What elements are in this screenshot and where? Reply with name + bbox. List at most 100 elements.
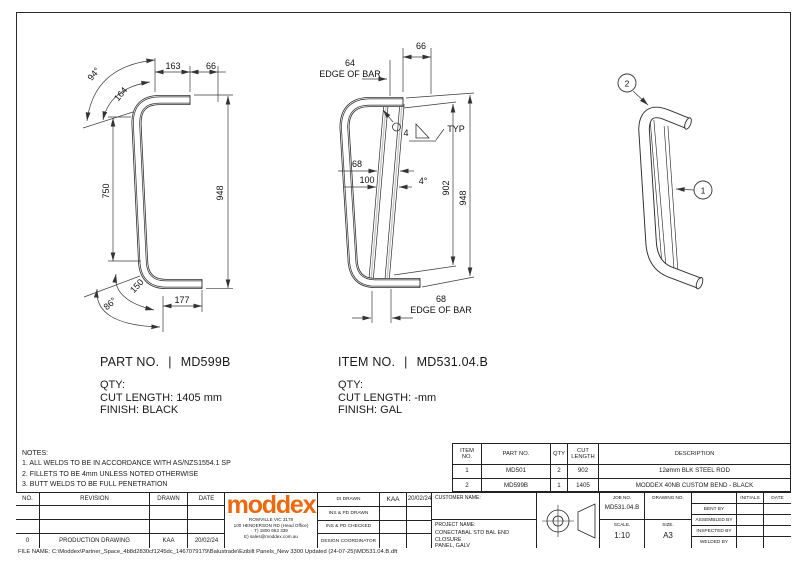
bom-cell: 2 (453, 479, 482, 493)
balloon-2-label: 2 (625, 79, 630, 89)
drawing-size-block: DRAWING NO. SIZE. A3 (645, 493, 692, 548)
bom-cell: MD501 (482, 465, 551, 479)
assembly-view-tube (339, 97, 421, 288)
edge-of-bar-top: EDGE OF BAR (319, 69, 381, 79)
signoff-cell (407, 521, 432, 535)
part-finish: FINISH: BLACK (100, 404, 179, 416)
dim-86deg: 86° (102, 295, 119, 312)
bom-cell: MODDEX 40NB CUSTOM BEND - BLACK (635, 481, 754, 489)
bom-cell: 902 (568, 465, 599, 479)
rev-cell (40, 506, 150, 520)
signoff-cell (407, 507, 432, 521)
signoff-label: DESIGN COORDINATOR (318, 534, 380, 548)
bom-cell: 2 (551, 465, 568, 479)
dim-163: 163 (165, 61, 180, 71)
file-name: FILE NAME: C:\Moddex\Partner_Space_4b8d2… (18, 549, 398, 555)
address-line: 100 HENDERSON RD (Head Office) (233, 522, 309, 528)
item-finish: FINISH: GAL (338, 404, 403, 416)
dim-64: 64 (345, 58, 355, 68)
qa-cell (764, 515, 791, 526)
rev-description: PRODUCTION DRAWING (40, 534, 150, 548)
qa-cell (737, 515, 764, 526)
size-label: SIZE. (662, 522, 674, 527)
note-line: 2. FILLETS TO BE 4mm UNLESS NOTED OTHERW… (22, 470, 199, 478)
third-angle-projection-icon (542, 503, 596, 539)
qa-cell (737, 504, 764, 515)
rev-header-revision: REVISION (40, 493, 150, 506)
dim-164: 164 (112, 85, 129, 103)
dim-100: 100 (359, 175, 374, 185)
qa-cell (764, 526, 791, 537)
scale-value: 1:10 (614, 531, 630, 540)
rev-no: 0 (16, 534, 40, 548)
note-line: 1. ALL WELDS TO BE IN ACCORDANCE WITH AS… (22, 460, 231, 468)
bom-header-part: PART NO. (482, 444, 551, 465)
signoff-cell (407, 534, 432, 548)
weld-typ: TYP (447, 124, 465, 134)
dim-750: 750 (101, 183, 111, 198)
qa-cell (737, 526, 764, 537)
bom-header-qty: QTY (551, 444, 568, 465)
qa-cell (692, 493, 737, 504)
qa-cell (737, 537, 764, 548)
bom-header-desc: DESCRIPTION (599, 444, 790, 465)
revision-table: NO. REVISION DRAWN DATE 0 PRODUCTION DRA… (16, 493, 225, 548)
part-separator: | (168, 355, 172, 369)
job-no-value: MD531.04.B (604, 504, 640, 511)
part-block: PART NO.|MD599B QTY: CUT LENGTH: 1405 mm… (100, 355, 231, 417)
rev-header-drawn: DRAWN (150, 493, 188, 506)
item-separator: | (404, 355, 408, 369)
signoff-cell (380, 506, 407, 521)
signoff-date: 20/02/24 (407, 493, 432, 507)
signoff-label: INS & PD DRAWN (318, 506, 380, 521)
drawing-views: 163 66 94° 164 750 948 150 86° 177 (82, 41, 713, 332)
note-line: 3. BUTT WELDS TO BE FULL PENETRATION (22, 480, 168, 488)
dim-177: 177 (174, 295, 189, 305)
bom-header-item: ITEM NO. (453, 444, 482, 465)
signoff-label: INS & PD CHECKED (318, 520, 380, 535)
qa-label: BENT BY (692, 504, 737, 515)
rev-cell (188, 520, 225, 534)
rev-cell (16, 506, 40, 520)
notes-block: NOTES: 1. ALL WELDS TO BE IN ACCORDANCE … (22, 449, 231, 490)
rev-cell (150, 520, 188, 534)
rev-cell (40, 520, 150, 534)
part-label: PART NO. (100, 355, 160, 369)
signoff-label: DI DRAWN (318, 493, 380, 507)
part-value: MD599B (180, 355, 231, 369)
part-number-line: PART NO. | MD599B (100, 355, 231, 369)
bom-header-cut: CUT LENGTH (568, 444, 599, 465)
bom-table: ITEM NO. PART NO. QTY CUT LENGTH DESCRIP… (452, 443, 791, 493)
rev-cell (150, 506, 188, 520)
bom-cell: 1 (453, 465, 482, 479)
qa-header-initials: INITIALS (737, 493, 764, 504)
signoff-cell (380, 520, 407, 535)
weld-size: 4 (403, 128, 408, 138)
qa-cell (764, 537, 791, 548)
item-qty: QTY: (338, 379, 364, 391)
dim-948-assembly: 948 (458, 190, 468, 205)
part-qty: QTY: (100, 379, 126, 391)
signoff-table: DI DRAWN KAA 20/02/24 INS & PD DRAWN INS… (318, 493, 432, 548)
project-name-value: CONECTABAL STD BAL END CLOSURE PANEL, GA… (435, 530, 510, 550)
scale-label: SCALE. (613, 522, 631, 527)
signoff-cell (380, 534, 407, 548)
dim-948-front: 948 (215, 185, 225, 200)
bom-cell: 12ømm BLK STEEL ROD (599, 465, 790, 479)
item-label: ITEM NO. (338, 355, 396, 369)
rev-cell (16, 520, 40, 534)
bom-cell: MD599B (482, 479, 551, 493)
balloon-1 (693, 180, 713, 200)
customer-name-label: CUSTOMER NAME: (435, 495, 481, 501)
qa-header-date: DATE (764, 493, 791, 504)
dim-68-mid: 68 (352, 159, 362, 169)
drawing-no-label: DRAWING NO. (652, 495, 684, 500)
dim-902: 902 (441, 180, 451, 195)
job-no-label: JOB NO. (612, 495, 632, 500)
dim-68-bottom: 68 (436, 294, 446, 304)
address-line: ROWVILLE VIC 3178 (248, 517, 294, 522)
brand-block: moddex ROWVILLE VIC 3178 100 HENDERSON R… (225, 493, 318, 548)
signoff-initials: KAA (380, 493, 407, 507)
dim-4deg: 4° (419, 176, 428, 186)
address-line: T) 1800 663 339 (254, 528, 288, 534)
